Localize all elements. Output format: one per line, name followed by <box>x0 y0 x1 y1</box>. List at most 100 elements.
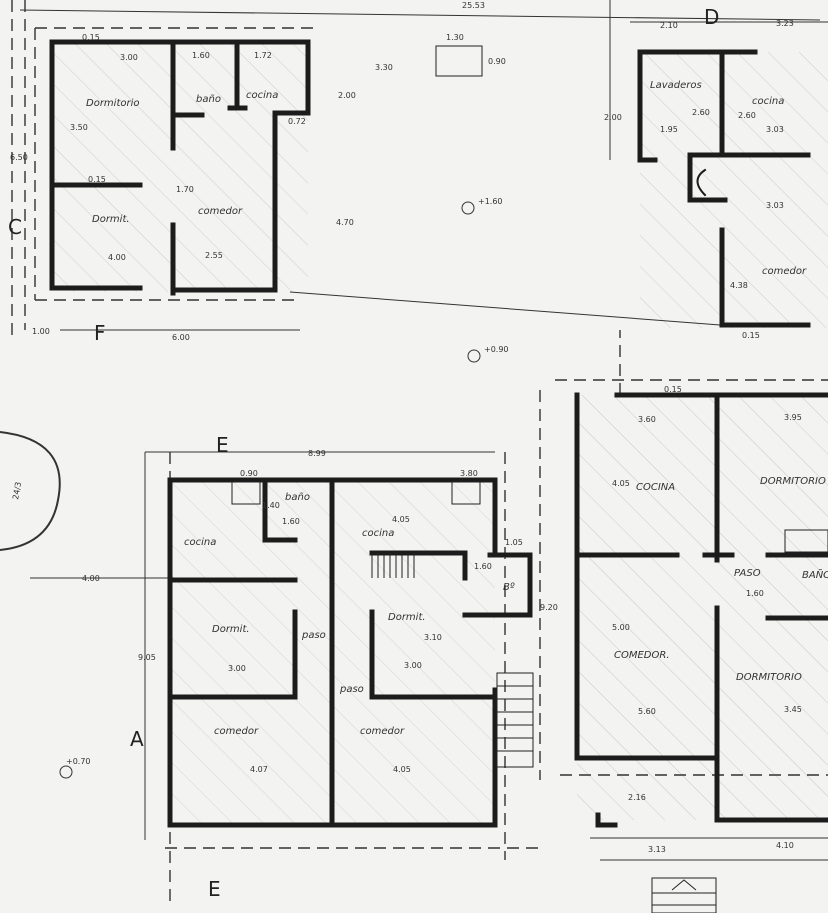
dimension: 1.60 <box>192 51 210 60</box>
hatch-top-left <box>52 42 308 292</box>
dimension: 4.00 <box>82 574 100 583</box>
room-label: DORMITORIO <box>736 672 802 683</box>
reference-lines <box>11 0 828 905</box>
plan-top-left-labels: Dormitorio Dormit. comedor baño cocina 3… <box>10 1 506 342</box>
dimension: 3.03 <box>766 125 784 134</box>
plan-bottom-right-labels: COCINA COMEDOR. DORMITORIO DORMITORIO PA… <box>612 385 828 854</box>
level-markers: +1.60 +0.90 +0.70 <box>59 197 509 779</box>
opening-box <box>435 45 483 77</box>
room-label: cocina <box>184 537 216 548</box>
dimension: 0.72 <box>288 117 306 126</box>
room-label: baño <box>285 492 310 503</box>
room-label: COCINA <box>636 482 675 493</box>
dimension: 4.07 <box>250 765 268 774</box>
dimension: 1.00 <box>32 327 50 336</box>
dimension: 6.00 <box>172 333 190 342</box>
plan-bottom-left-labels: baño cocina cocina Dormit. Dormit. paso … <box>82 449 558 774</box>
dimension: 2.10 <box>660 21 678 30</box>
dimension: 3.00 <box>404 661 422 670</box>
dimension: 3.45 <box>784 705 802 714</box>
dimension: 2.00 <box>338 91 356 100</box>
dimension: 1.05 <box>505 538 523 547</box>
dimension: 3.13 <box>648 845 666 854</box>
dimension: 1.30 <box>446 33 464 42</box>
dimension: 3.50 <box>70 123 88 132</box>
room-label: cocina <box>752 96 784 107</box>
dimension: 3.23 <box>776 19 794 28</box>
dimension: 3.60 <box>638 415 656 424</box>
plan-top-left-walls <box>49 39 311 296</box>
dimension: 1.60 <box>282 517 300 526</box>
room-label: cocina <box>246 90 278 101</box>
axis-label-e-top: E <box>216 433 229 457</box>
level-label: +0.70 <box>66 757 91 766</box>
stamp-circle <box>0 431 61 551</box>
dimension: 1.60 <box>746 589 764 598</box>
dimension: 3.30 <box>375 63 393 72</box>
dimension: 0.90 <box>488 57 506 66</box>
hatch-bottom-right <box>577 395 828 820</box>
dimension: 5.00 <box>612 623 630 632</box>
dimension: 1.95 <box>660 125 678 134</box>
plan-bottom-right-walls <box>574 392 828 913</box>
dimension: 0.90 <box>240 469 258 478</box>
dimension: 3.80 <box>460 469 478 478</box>
dimension: 9.20 <box>540 603 558 612</box>
dimension: 0.15 <box>88 175 106 184</box>
dimension: 4.70 <box>336 218 354 227</box>
dimension: 0.15 <box>742 331 760 340</box>
level-label: +0.90 <box>484 345 509 354</box>
dimension: 4.05 <box>392 515 410 524</box>
room-label: Lavaderos <box>650 80 702 91</box>
axis-label-f: F <box>94 321 106 345</box>
dimension: 8.99 <box>308 449 326 458</box>
dimension: 1.40 <box>262 501 280 510</box>
room-label: Bº <box>503 582 515 593</box>
dimension: 2.60 <box>738 111 756 120</box>
dimension: 3.03 <box>766 201 784 210</box>
dimension: 3.00 <box>228 664 246 673</box>
dimension: 5.60 <box>638 707 656 716</box>
room-label: DORMITORIO <box>760 476 826 487</box>
dimension: 2.16 <box>628 793 646 802</box>
room-label: paso <box>301 630 326 641</box>
dimension: 9.05 <box>138 653 156 662</box>
plan-top-right-labels: Lavaderos cocina comedor 2.10 3.23 2.60 … <box>604 19 807 340</box>
room-label: comedor <box>214 726 259 737</box>
dimension: 0.15 <box>664 385 682 394</box>
axis-label-a: A <box>130 727 144 751</box>
dimension: 1.60 <box>474 562 492 571</box>
room-label: BAÑO <box>802 568 828 581</box>
axis-label-c: C <box>8 215 22 239</box>
plan-top-right-walls <box>637 49 811 328</box>
level-marker-icon <box>461 201 475 215</box>
plan-bottom-left-walls <box>167 477 534 828</box>
dimension: 1.72 <box>254 51 272 60</box>
dimension: 3.10 <box>424 633 442 642</box>
room-label: baño <box>196 94 221 105</box>
dimension: 3.95 <box>784 413 802 422</box>
room-label: comedor <box>360 726 405 737</box>
room-label: PASO <box>734 568 761 579</box>
dimension: 2.60 <box>692 108 710 117</box>
axis-label-d: D <box>704 5 719 29</box>
room-label: Dormit. <box>388 612 426 623</box>
room-label: Dormit. <box>212 624 250 635</box>
room-label: paso <box>339 684 364 695</box>
dimension: 4.00 <box>108 253 126 262</box>
level-label: +1.60 <box>478 197 503 206</box>
stamp-text: 24/3 <box>11 481 23 500</box>
dimension: 3.00 <box>120 53 138 62</box>
dimension: 4.05 <box>393 765 411 774</box>
room-label: comedor <box>198 206 243 217</box>
room-label: Dormit. <box>92 214 130 225</box>
dimension: 1.70 <box>176 185 194 194</box>
hatch-top-right <box>640 52 828 328</box>
dimension: 0.15 <box>82 33 100 42</box>
level-marker-icon <box>467 349 481 363</box>
dimension: 4.05 <box>612 479 630 488</box>
level-marker-icon <box>59 765 73 779</box>
dimension: 2.00 <box>604 113 622 122</box>
axis-label-e-bottom: E <box>208 877 221 901</box>
room-label: COMEDOR. <box>614 650 670 661</box>
